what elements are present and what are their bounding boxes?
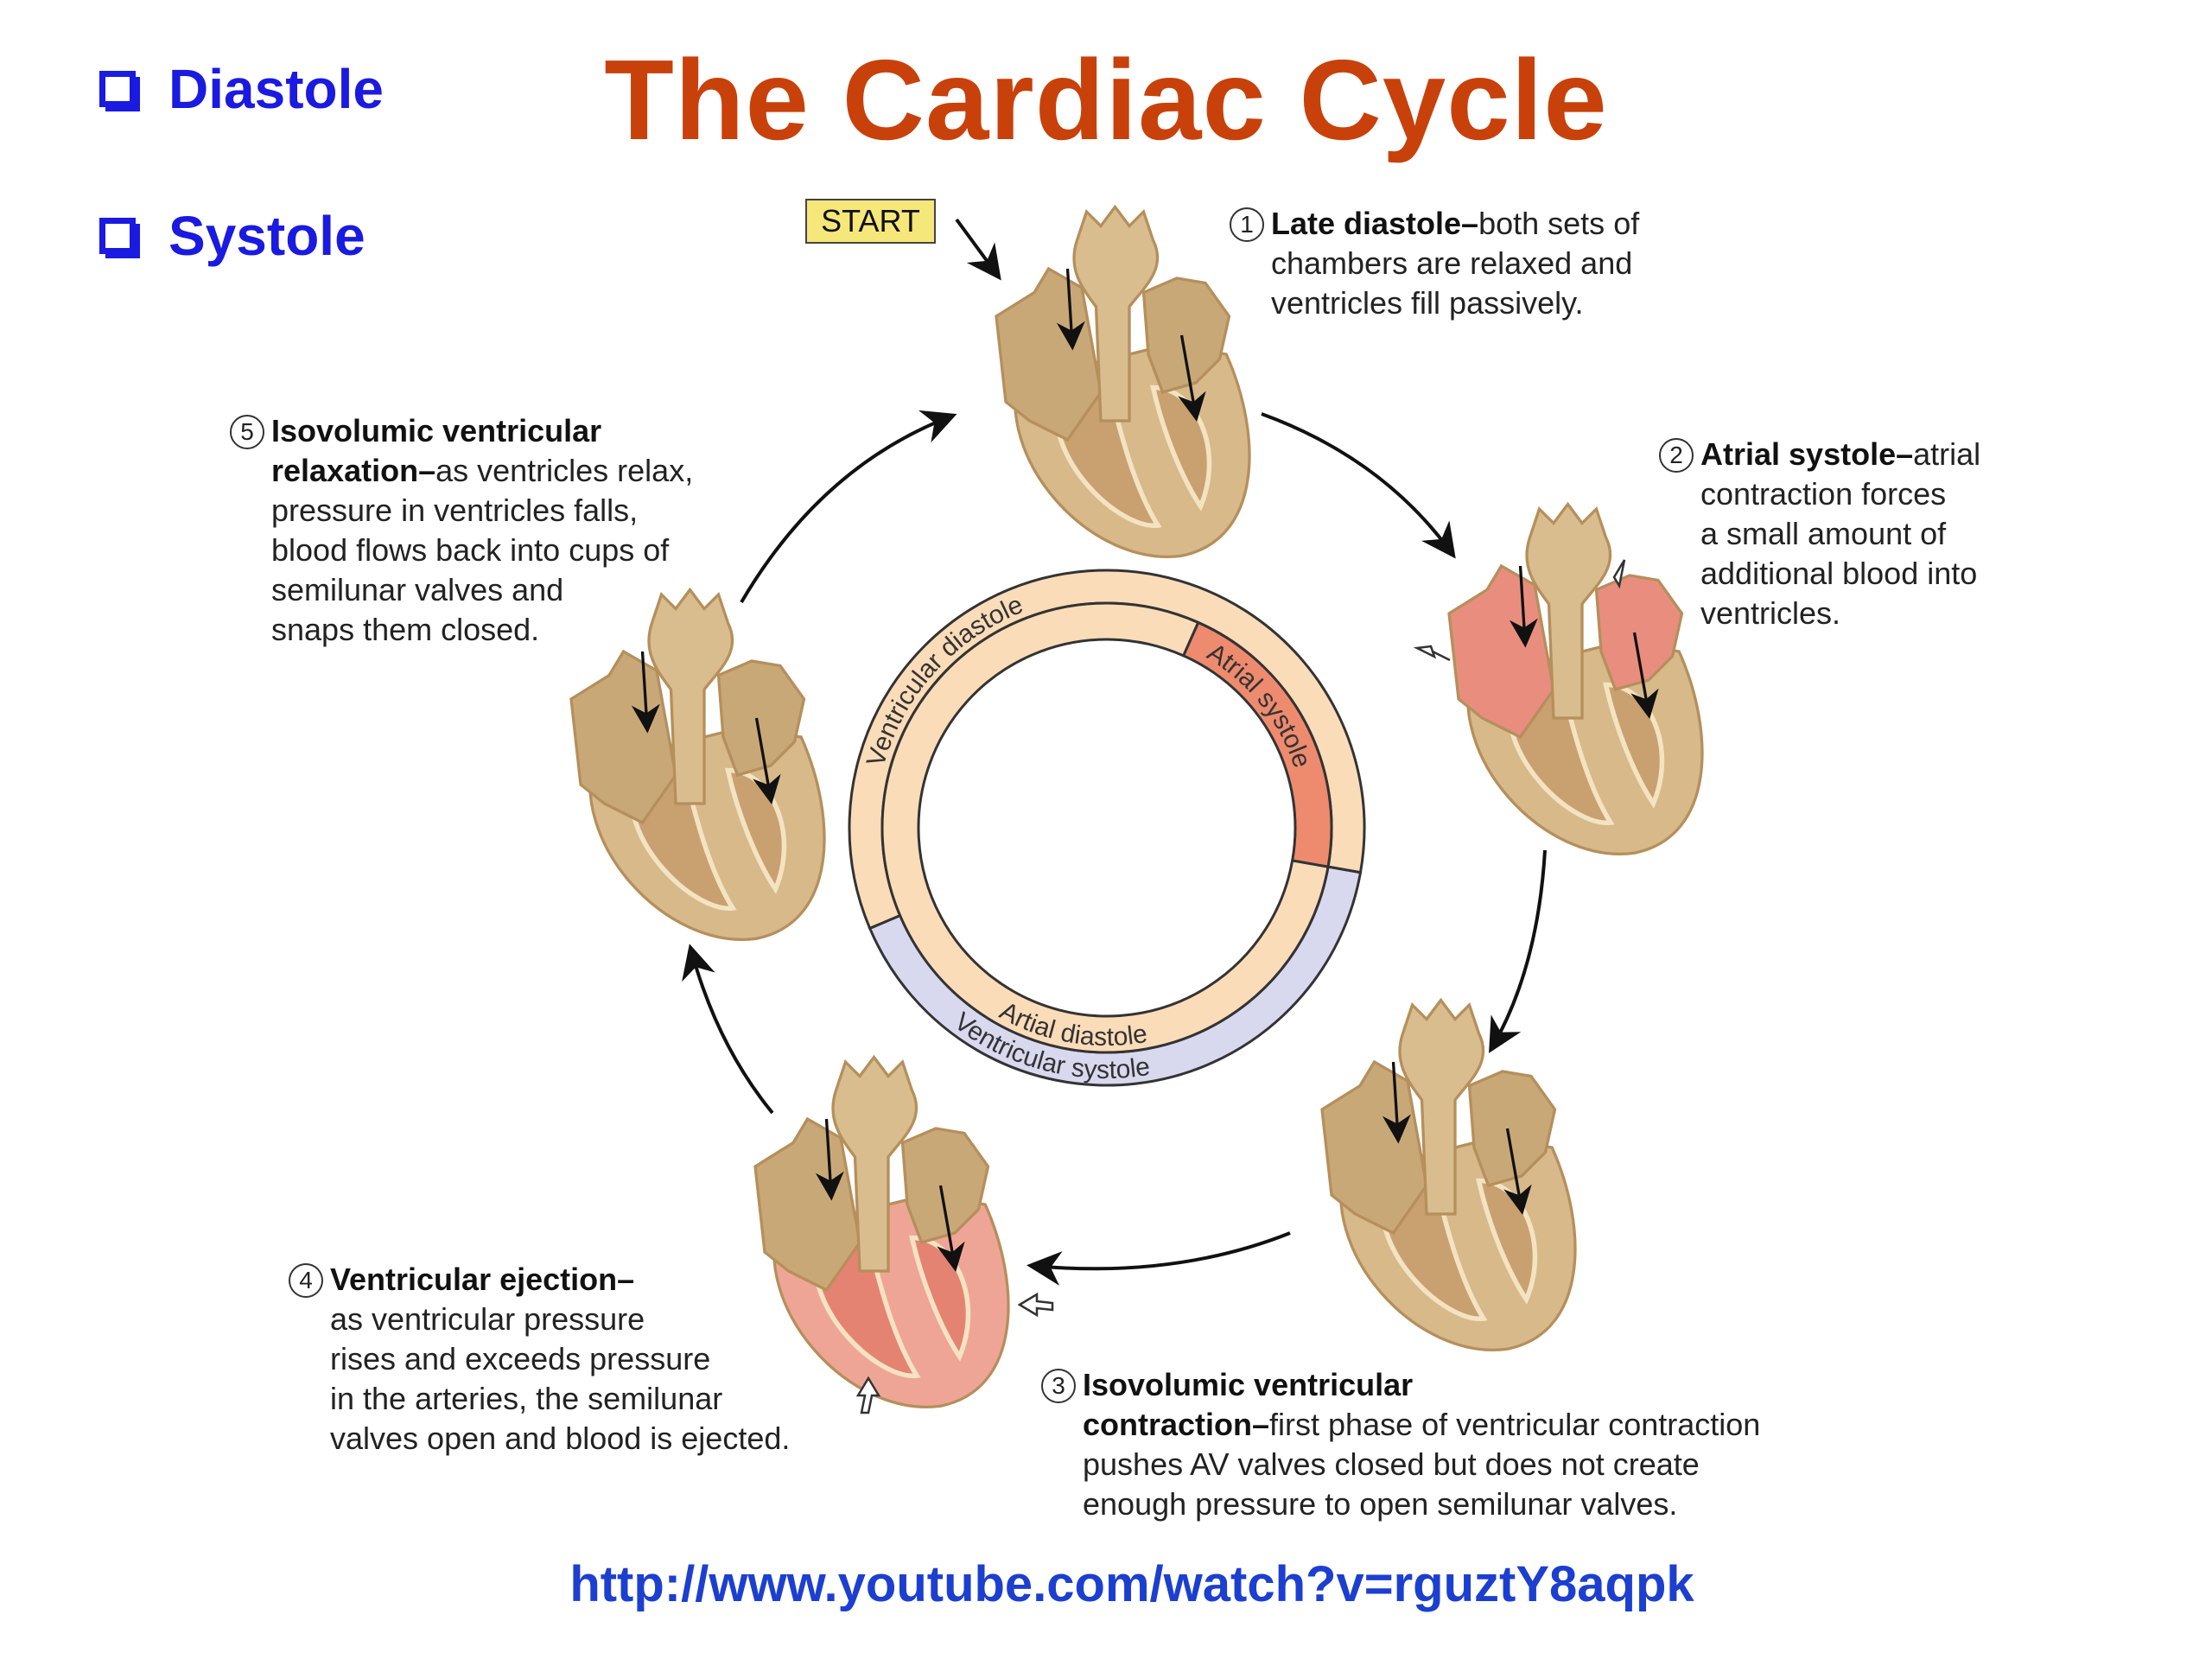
step-text: both sets of [1478, 206, 1640, 241]
start-arrow [955, 218, 1001, 281]
checklist-item-diastole: Diastole [99, 57, 384, 121]
checkbox-icon [99, 218, 136, 254]
video-link[interactable]: http://www.youtube.com/watch?v=rguztY8aq… [569, 1556, 1694, 1612]
step-heading: Isovolumic ventricular [271, 413, 602, 448]
hollow-arrow-icon [855, 1376, 881, 1414]
step-text: valves open and blood is ejected. [330, 1421, 791, 1456]
cycle-ring [848, 569, 1366, 1087]
step-text: chambers are relaxed and [1271, 245, 1633, 281]
step-text: snaps them closed. [271, 612, 540, 647]
step-number: 2 [1659, 438, 1694, 473]
atrial-systole-band [1181, 620, 1333, 868]
step-text: rises and exceeds pressure [330, 1341, 711, 1376]
heart-atrial-systole [1449, 505, 1702, 855]
step-text: pressure in ventricles falls, [271, 493, 639, 528]
step-text: blood flows back into cups of [271, 532, 670, 568]
step-text: as ventricles relax, [435, 453, 694, 488]
arrow-1-to-2 [1261, 412, 1456, 559]
start-label: START [805, 199, 936, 244]
hollow-arrow-icon [1017, 1292, 1054, 1318]
arrow-3-to-4 [1027, 1231, 1291, 1286]
step-text: contraction forces [1700, 476, 1947, 512]
atrial-diastole-band [880, 601, 1330, 1054]
step-heading: contraction– [1083, 1407, 1270, 1442]
step-text: atrial [1913, 436, 1981, 472]
step-heading: relaxation– [271, 453, 436, 488]
step-number: 1 [1230, 207, 1264, 242]
arrow-4-to-5 [682, 944, 774, 1115]
arrow-5-to-1 [740, 410, 957, 604]
checklist-item-systole: Systole [99, 204, 365, 268]
checklist-label: Systole [168, 205, 365, 267]
heart-late-diastole [996, 207, 1249, 557]
step-heading: Atrial systole– [1700, 436, 1914, 472]
step-text: as ventricular pressure [330, 1301, 645, 1337]
step-text: in the arteries, the semilunar [330, 1381, 723, 1416]
step-number: 3 [1041, 1369, 1076, 1403]
heart-isovolumic-contraction [1322, 1001, 1575, 1351]
step-text: additional blood into [1700, 556, 1978, 591]
page-title: The Cardiac Cycle [604, 36, 1608, 163]
step-heading: Isovolumic ventricular [1083, 1367, 1414, 1402]
step-text: ventricles. [1700, 595, 1841, 631]
step-text: ventricles fill passively. [1271, 285, 1584, 321]
step-text: a small amount of [1700, 516, 1947, 551]
checkbox-icon [99, 71, 136, 107]
hollow-flow-arrows [855, 559, 1626, 1414]
step-text: pushes AV valves closed but does not cre… [1083, 1446, 1700, 1482]
checklist-label: Diastole [168, 58, 384, 120]
hollow-arrow-icon [1612, 559, 1626, 589]
step-number: 5 [230, 415, 264, 449]
step-number: 4 [289, 1263, 323, 1298]
arrow-2-to-3 [1489, 849, 1547, 1053]
hollow-arrow-icon [1413, 645, 1451, 662]
step-heading: Late diastole– [1271, 206, 1479, 241]
step-text: enough pressure to open semilunar valves… [1083, 1486, 1678, 1522]
heart-ventricular-ejection [755, 1058, 1008, 1408]
step-text: semilunar valves and [271, 572, 564, 607]
cycle-arrows [682, 218, 1547, 1286]
step-text: first phase of ventricular contraction [1269, 1407, 1761, 1442]
step-heading: Ventricular ejection– [330, 1262, 635, 1297]
